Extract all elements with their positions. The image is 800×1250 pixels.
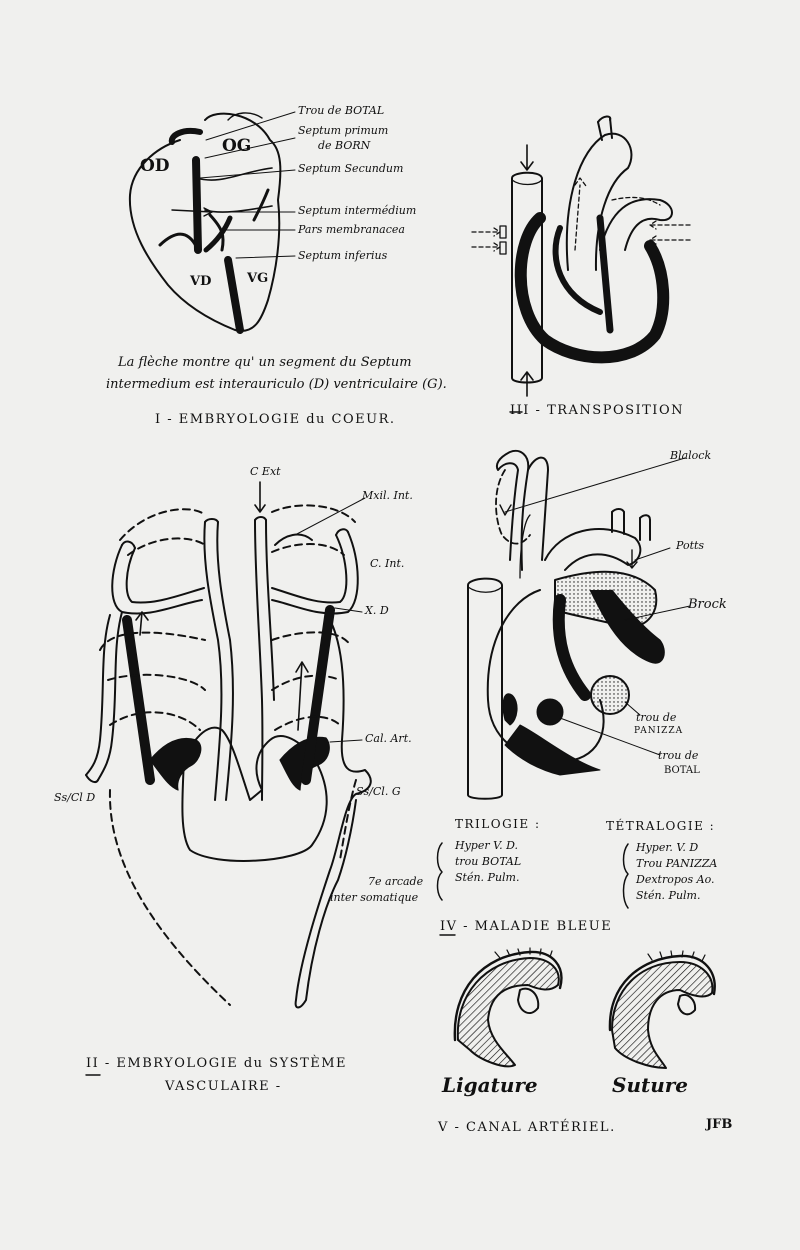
fig2-caption-line2: VASCULAIRE - (165, 1079, 282, 1094)
fig2-vascular-drawing (85, 481, 372, 1009)
label-trou-botal: Trou de BOTAL (298, 104, 385, 117)
label-botal-1: trou de (658, 749, 699, 762)
label-vd: VD (190, 274, 212, 289)
label-c-int: C. Int. (370, 557, 405, 570)
signature: JFB (706, 1117, 733, 1132)
label-vg: VG (247, 271, 269, 286)
label-arcade-1: 7e arcade (368, 875, 424, 888)
fig3-transposition-drawing (471, 115, 691, 397)
label-brock: Brock (688, 597, 727, 612)
fig1-caption: I - EMBRYOLOGIE du COEUR. (155, 412, 396, 427)
label-sscl-d: Ss/Cl D (54, 791, 96, 804)
label-septum-primum: Septum primum (298, 124, 389, 137)
fig5-ductus-drawing (453, 947, 716, 1069)
trilogie-item: Hyper V. D. (455, 839, 519, 852)
tetralogie-item: Hyper. V. D (636, 841, 699, 854)
tetralogie-item: Dextropos Ao. (636, 873, 715, 886)
trilogie-list: Hyper V. D. trou BOTAL Stén. Pulm. (455, 838, 521, 886)
tetralogie-title: TÉTRALOGIE : (606, 819, 716, 833)
label-suture: Suture (612, 1073, 689, 1097)
label-septum-intermedium: Septum intermédium (298, 204, 417, 217)
label-cal-art: Cal. Art. (365, 732, 412, 745)
trilogie-title: TRILOGIE : (455, 817, 541, 831)
label-de-born: de BORN (318, 139, 371, 152)
label-potts: Potts (676, 539, 705, 552)
label-septum-secundum: Septum Secundum (298, 162, 404, 175)
label-od: OD (140, 156, 170, 176)
fig5-caption: V - CANAL ARTÉRIEL. (438, 1120, 616, 1135)
label-x-d: X. D (365, 604, 389, 617)
trilogie-item: trou BOTAL (455, 855, 522, 868)
fig1-heart-drawing (128, 111, 296, 334)
label-mxil-int: Mxil. Int. (362, 489, 413, 502)
label-arcade-2: inter somatique (330, 891, 419, 904)
fig3-caption: III - TRANSPOSITION (510, 403, 684, 418)
label-ligature: Ligature (442, 1073, 538, 1097)
tetralogie-list: Hyper. V. D Trou PANIZZA Dextropos Ao. S… (636, 840, 717, 904)
label-panizza-1: trou de (636, 711, 677, 724)
fig1-note-line2: intermedium est interauriculo (D) ventri… (106, 377, 447, 392)
fig2-caption-line1: II - EMBRYOLOGIE du SYSTÈME (86, 1056, 348, 1071)
fig4-caption: IV - MALADIE BLEUE (440, 919, 613, 934)
label-c-ext: C Ext (250, 465, 281, 478)
trilogie-item: Stén. Pulm. (455, 871, 520, 884)
label-botal-2: BOTAL (664, 765, 700, 776)
label-pars-membranacea: Pars membranacea (298, 223, 405, 236)
fig1-note-line1: La flèche montre qu' un segment du Septu… (118, 355, 412, 370)
fig4-cyanosis-heart-drawing (436, 450, 691, 909)
tetralogie-item: Stén. Pulm. (636, 889, 701, 902)
label-septum-inferius: Septum inferius (298, 249, 388, 262)
label-og: OG (222, 136, 252, 156)
label-blalock: Blalock (670, 449, 712, 462)
label-panizza-2: PANIZZA (634, 726, 684, 736)
tetralogie-item: Trou PANIZZA (636, 857, 718, 870)
label-sscl-g: Ss/Cl. G (356, 785, 401, 798)
